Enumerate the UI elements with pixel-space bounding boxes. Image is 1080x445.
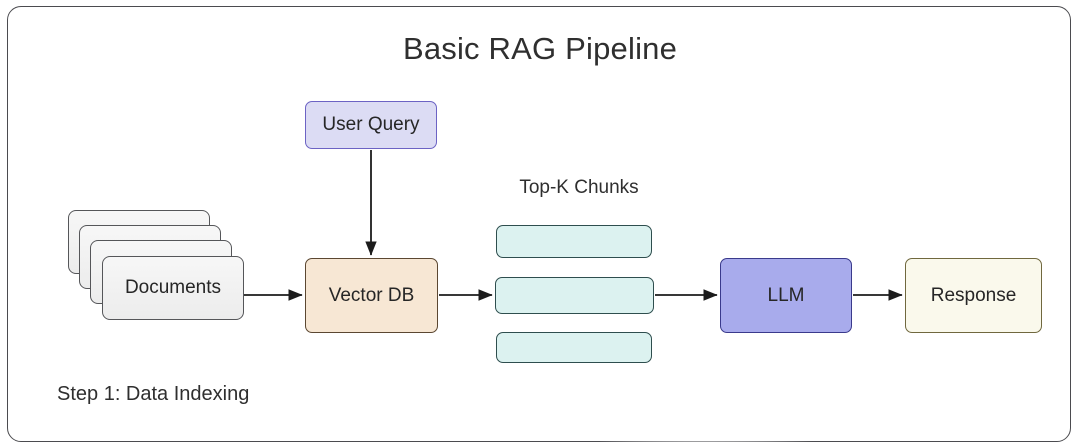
chunk-box-2[interactable]	[495, 277, 654, 314]
node-documents-label: Documents	[124, 277, 222, 298]
node-llm[interactable]: LLM	[720, 258, 852, 333]
bottom-watermark-fade	[600, 400, 860, 445]
node-llm-label: LLM	[767, 284, 805, 306]
document-card-front[interactable]: Documents	[102, 256, 244, 320]
step-caption: Step 1: Data Indexing	[57, 383, 250, 405]
node-response-label: Response	[930, 284, 1017, 306]
topk-chunks-group-label: Top-K Chunks	[519, 177, 639, 198]
node-user-query-label: User Query	[322, 114, 420, 135]
node-vector-db-label: Vector DB	[328, 284, 415, 306]
node-documents-stack[interactable]: Documents	[68, 210, 248, 335]
chunk-box-1[interactable]	[496, 225, 652, 258]
node-response[interactable]: Response	[905, 258, 1042, 333]
node-vector-db[interactable]: Vector DB	[305, 258, 438, 333]
diagram-title: Basic RAG Pipeline	[402, 31, 678, 66]
node-user-query[interactable]: User Query	[305, 101, 437, 149]
chunk-box-3[interactable]	[496, 332, 652, 363]
